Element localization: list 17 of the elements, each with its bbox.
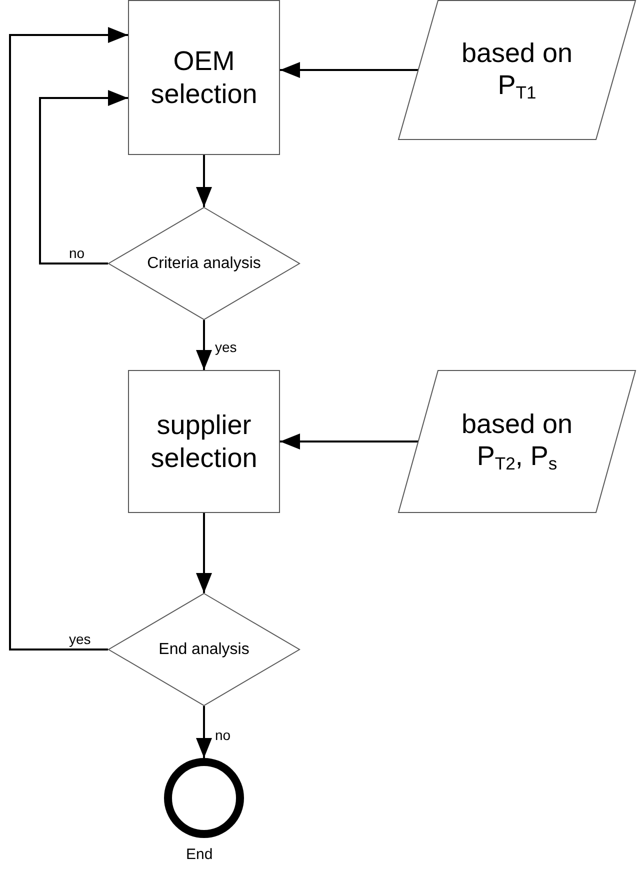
arrow: [196, 706, 212, 758]
node-label: based on P$_{T1}$: [460, 36, 574, 104]
node-label: supplier selection: [150, 409, 258, 474]
arrow: [39, 90, 128, 264]
node-label: OEM selection: [150, 45, 258, 110]
arrow: [196, 320, 212, 370]
node-label: End analysis: [158, 640, 250, 660]
arrow: [196, 513, 212, 593]
node-label: Criteria analysis: [147, 254, 261, 274]
arrow: [196, 155, 212, 207]
arrow: [280, 62, 418, 78]
arrow: [9, 27, 128, 650]
process-box: [128, 0, 280, 155]
process-box: [128, 370, 280, 513]
node-caption: End: [186, 846, 213, 863]
arrow: [280, 434, 418, 450]
node-label: based on P$_{T2}$, P$_{s}$: [460, 408, 574, 475]
